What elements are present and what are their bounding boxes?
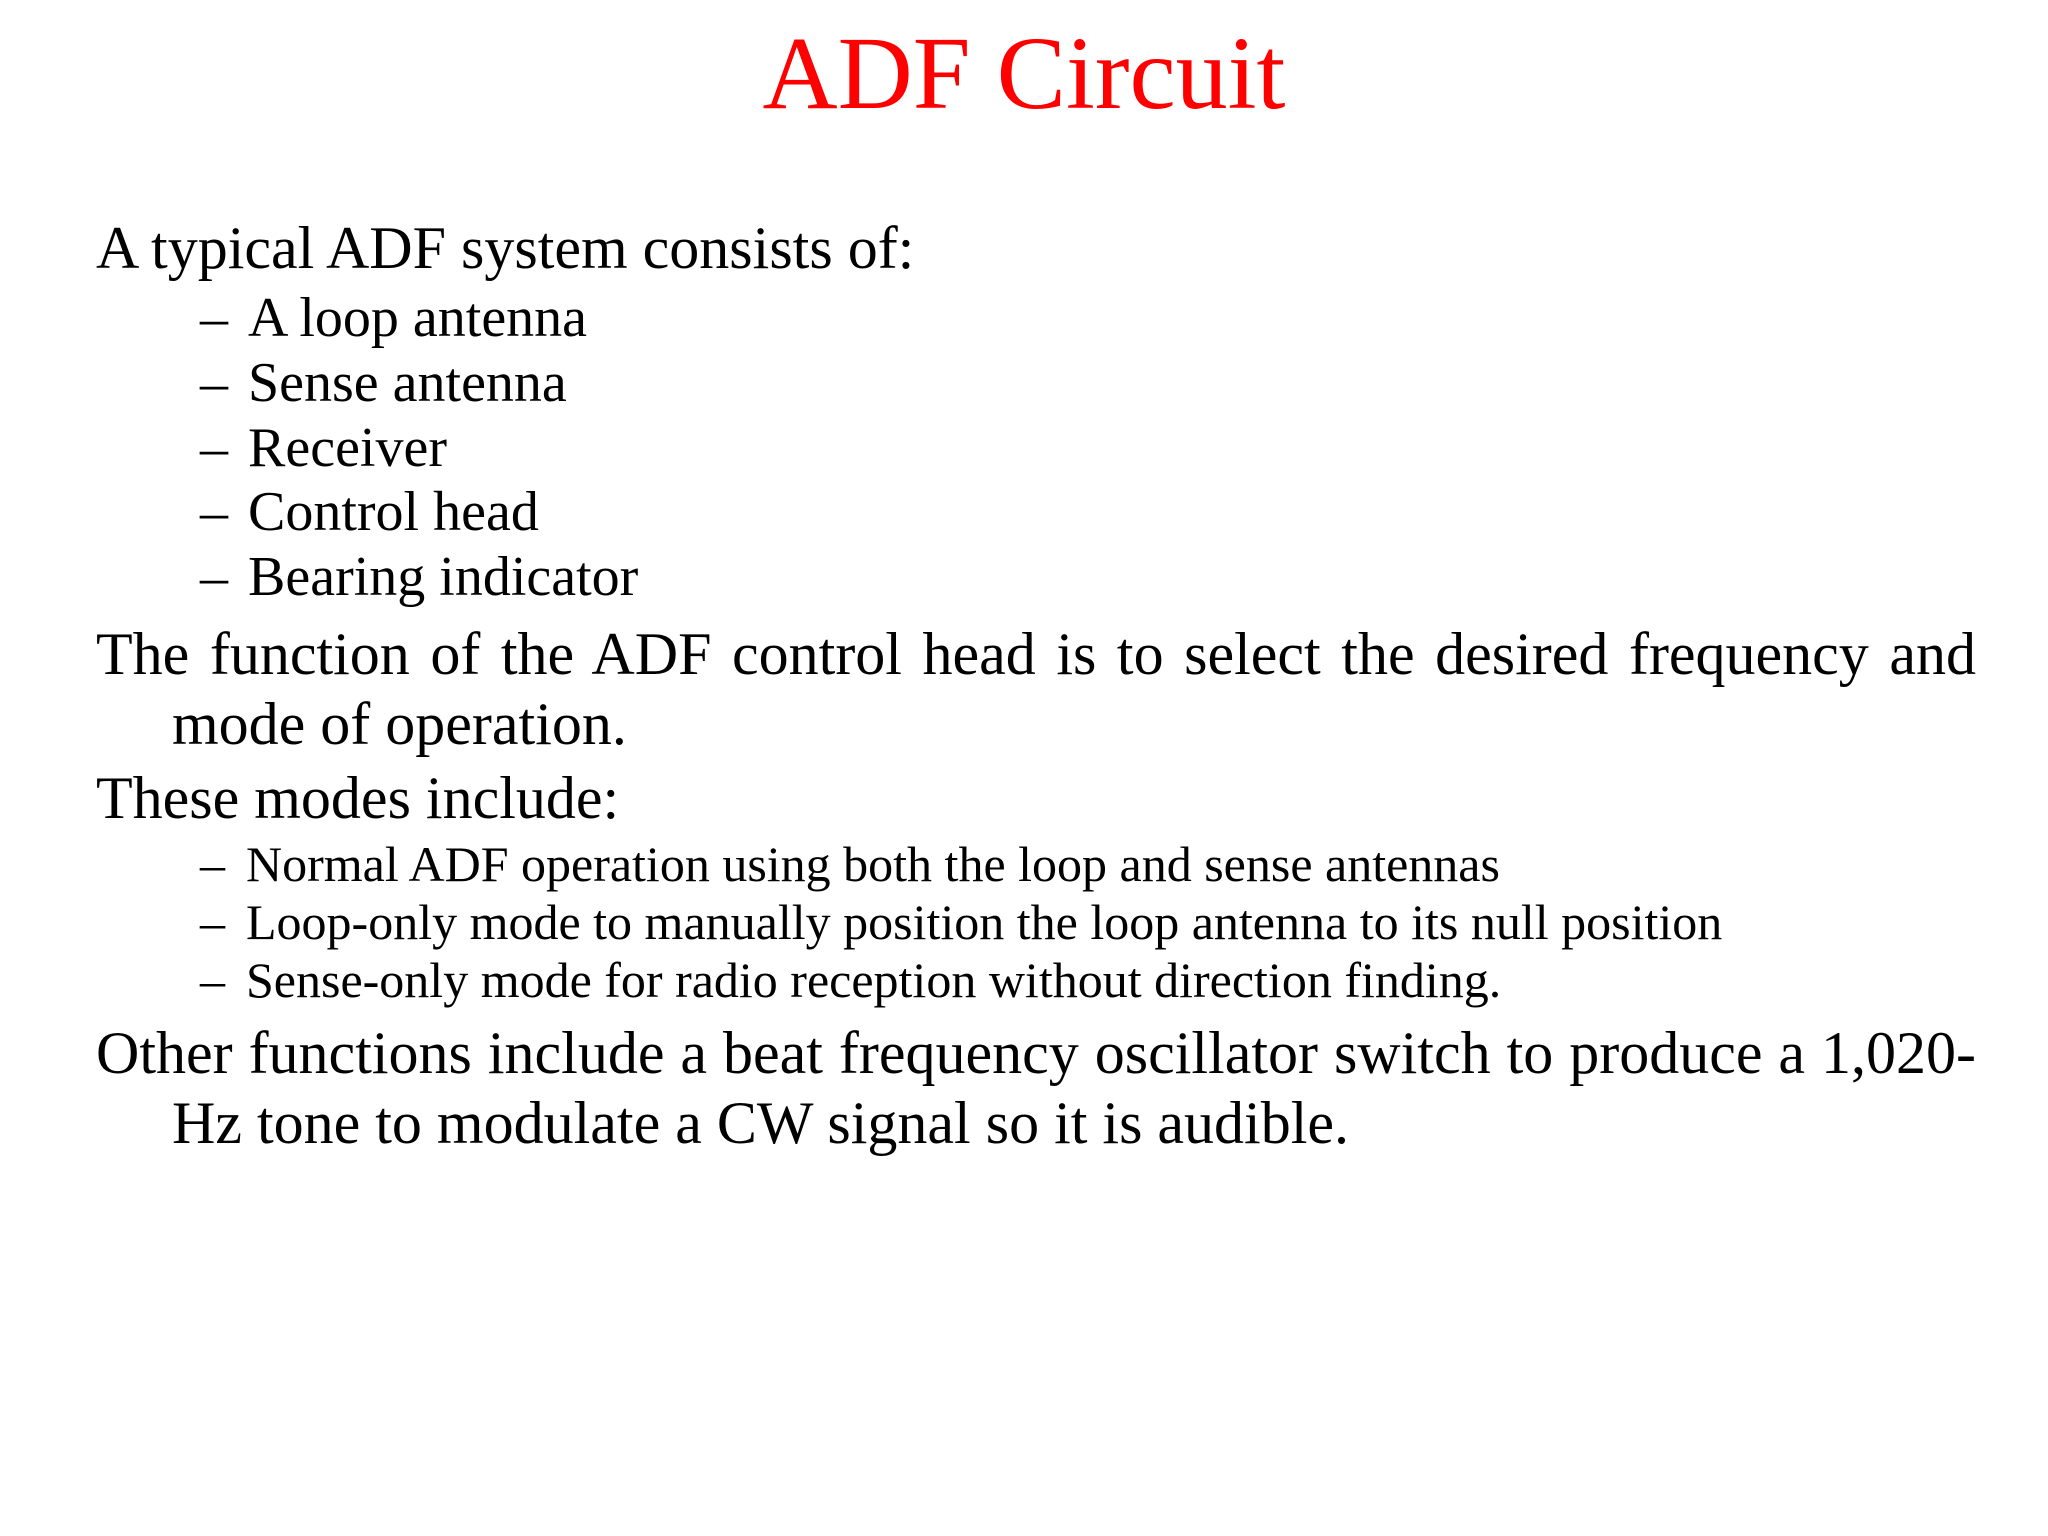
spacer [96, 1009, 1976, 1019]
list-item: – Normal ADF operation using both the lo… [96, 835, 1976, 893]
list-item: – Sense antenna [96, 351, 1976, 416]
list-item: – Loop-only mode to manually position th… [96, 893, 1976, 951]
modes-list: – Normal ADF operation using both the lo… [96, 835, 1976, 1009]
slide-body: A typical ADF system consists of: – A lo… [96, 214, 1976, 1162]
dash-marker-icon: – [200, 351, 228, 414]
list-item-label: Normal ADF operation using both the loop… [246, 836, 1500, 893]
list-item-label: Loop-only mode to manually position the … [246, 894, 1723, 951]
dash-marker-icon: – [200, 416, 228, 479]
spacer [96, 610, 1976, 620]
list-item: – A loop antenna [96, 286, 1976, 351]
component-list: – A loop antenna – Sense antenna – Recei… [96, 286, 1976, 611]
dash-marker-icon: – [200, 286, 228, 349]
dash-marker-icon: – [200, 546, 228, 609]
list-item-label: Receiver [248, 416, 447, 479]
dash-marker-icon: – [200, 894, 225, 951]
dash-marker-icon: – [200, 952, 225, 1009]
slide-title: ADF Circuit [762, 16, 1286, 131]
dash-marker-icon: – [200, 481, 228, 544]
list-item: – Receiver [96, 416, 1976, 481]
list-item-label: Sense antenna [248, 351, 567, 414]
list-item: – Sense-only mode for radio reception wi… [96, 951, 1976, 1009]
list-item-label: A loop antenna [248, 286, 588, 349]
list-item: – Bearing indicator [96, 545, 1976, 610]
list-item-label: Sense-only mode for radio reception with… [246, 952, 1502, 1009]
dash-marker-icon: – [200, 836, 225, 893]
paragraph-control-head-function: The function of the ADF control head is … [96, 621, 1976, 757]
paragraph-other-functions: Other functions include a beat frequency… [96, 1020, 1976, 1156]
bullet-intro-components: A typical ADF system consists of: [96, 215, 915, 281]
list-item: – Control head [96, 480, 1976, 545]
list-item-label: Bearing indicator [248, 546, 639, 609]
bullet-intro-modes: These modes include: [96, 764, 620, 831]
list-item-label: Control head [248, 481, 539, 544]
